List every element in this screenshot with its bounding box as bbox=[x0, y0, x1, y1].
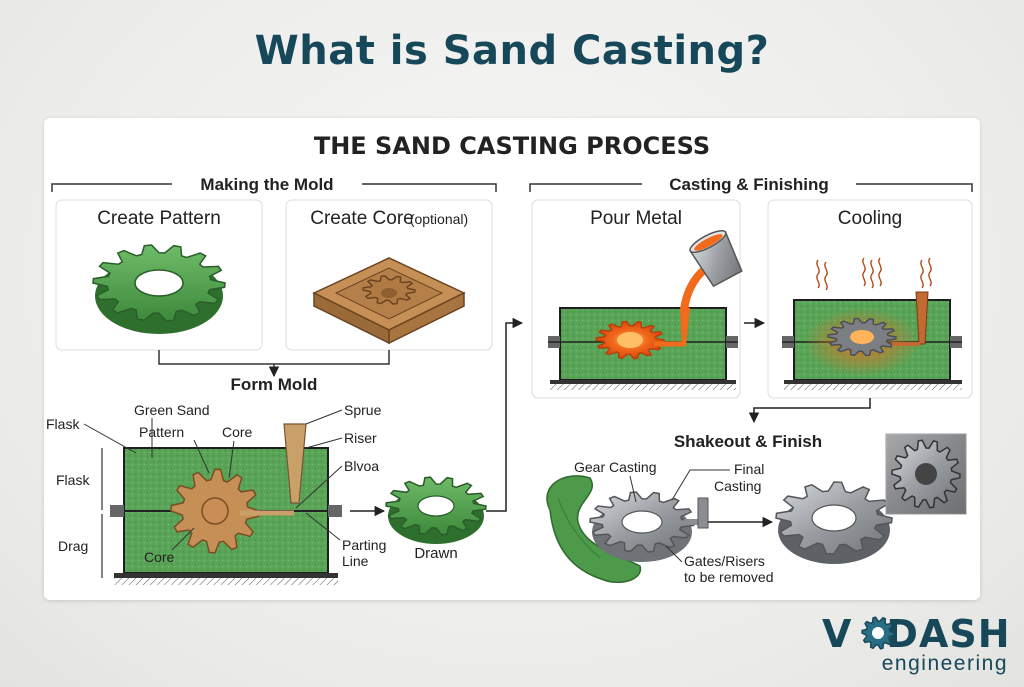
drawn-gear bbox=[385, 476, 487, 544]
drag-label: Drag bbox=[58, 538, 88, 554]
final-casting-label-1: Final bbox=[734, 461, 764, 477]
flask-label-outer: Flask bbox=[46, 416, 80, 432]
form-step-label: Form Mold bbox=[231, 375, 318, 394]
green-sand-label: Green Sand bbox=[134, 402, 210, 418]
parting-label-1: Parting bbox=[342, 537, 386, 553]
final-casting-label-2: Casting bbox=[714, 478, 761, 494]
logo-word-left: V bbox=[822, 612, 853, 656]
parting-label-2: Line bbox=[342, 553, 369, 569]
page-title: What is Sand Casting? bbox=[254, 28, 770, 74]
core-step-note: (optional) bbox=[410, 211, 468, 227]
pour-stream bbox=[680, 266, 708, 314]
pattern-gear bbox=[92, 244, 226, 334]
flask-label-side: Flask bbox=[56, 472, 90, 488]
logo-wordmark: V DASH bbox=[822, 612, 1011, 656]
sprue-label: Sprue bbox=[344, 402, 382, 418]
mold-group-bracket bbox=[51, 183, 497, 192]
diagram-title: THE SAND CASTING PROCESS bbox=[314, 132, 710, 160]
drawn-label: Drawn bbox=[414, 545, 457, 562]
riser-label: Riser bbox=[344, 430, 377, 446]
core-label-top: Core bbox=[222, 424, 253, 440]
core-box bbox=[312, 257, 466, 345]
pour-step-label: Pour Metal bbox=[590, 208, 682, 229]
arrow-to-shakeout bbox=[748, 398, 871, 424]
pattern-step-label: Create Pattern bbox=[97, 208, 221, 229]
sand-casting-diagram: THE SAND CASTING PROCESS Making the Mold… bbox=[46, 132, 973, 585]
core-step-label: Create Core bbox=[310, 208, 414, 229]
arrow-to-pour bbox=[486, 317, 524, 512]
cooling-mold bbox=[782, 257, 962, 390]
pattern-label: Pattern bbox=[139, 424, 184, 440]
form-mold-assembly bbox=[110, 423, 342, 585]
shakeout-step-label: Shakeout & Finish bbox=[674, 432, 822, 451]
vodash-logo: V DASH engineering bbox=[822, 612, 1018, 678]
finish-group-label: Casting & Finishing bbox=[669, 175, 829, 194]
gates-label-1: Gates/Risers bbox=[684, 553, 765, 569]
logo-word-right: DASH bbox=[886, 612, 1011, 656]
finished-gear-photo bbox=[885, 433, 967, 515]
cooling-step-label: Cooling bbox=[838, 208, 902, 229]
gear-icon bbox=[861, 616, 895, 650]
gates-label-2: to be removed bbox=[684, 569, 774, 585]
core-label-bottom: Core bbox=[144, 549, 175, 565]
blvoa-label: Blvoa bbox=[344, 458, 379, 474]
ladle bbox=[689, 229, 743, 288]
final-gear bbox=[775, 481, 893, 564]
gear-casting-label: Gear Casting bbox=[574, 459, 656, 475]
pour-mold bbox=[548, 229, 743, 390]
logo-subtitle: engineering bbox=[881, 652, 1008, 675]
diagram-card: THE SAND CASTING PROCESS Making the Mold… bbox=[44, 118, 980, 600]
mold-group-label: Making the Mold bbox=[200, 175, 333, 194]
sprue-riser bbox=[283, 423, 307, 504]
heat-waves bbox=[816, 257, 932, 291]
finish-group-bracket bbox=[529, 183, 973, 192]
raw-gear-casting bbox=[589, 491, 709, 562]
